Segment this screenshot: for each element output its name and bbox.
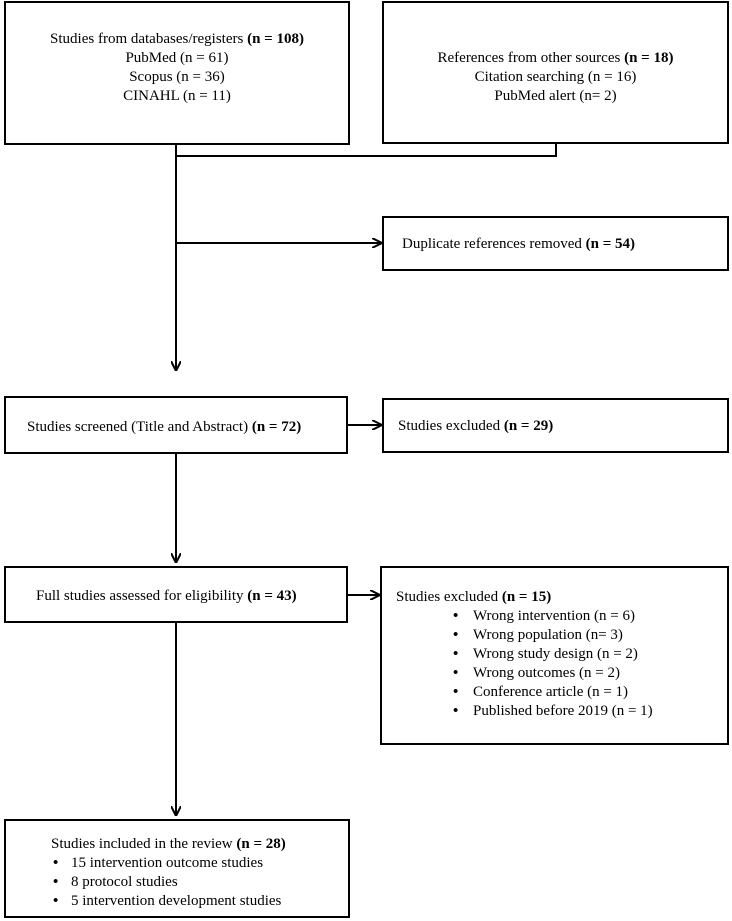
included-count: (n = 28) (236, 836, 286, 852)
included-study-type-text: 5 intervention development studies (71, 893, 282, 909)
exclusion-reason: Published before 2019 (n = 1) (453, 702, 727, 721)
exclusion-reason: Wrong outcomes (n = 2) (453, 664, 727, 683)
full-text-line: Full studies assessed for eligibility (n… (36, 587, 346, 606)
exclusion-reason-text: Wrong study design (n = 2) (473, 646, 638, 662)
duplicates-line: Duplicate references removed (n = 54) (402, 235, 727, 254)
other-sources-count: (n = 18) (624, 50, 674, 66)
included-studies-list: 15 intervention outcome studies 8 protoc… (53, 854, 348, 911)
full-text-label: Full studies assessed for eligibility (36, 588, 244, 604)
database-scopus: Scopus (n = 36) (129, 69, 225, 85)
duplicates-count: (n = 54) (585, 236, 636, 252)
included-heading-line: Studies included in the review (n = 28) (51, 835, 348, 854)
included-study-type: 15 intervention outcome studies (53, 854, 348, 873)
other-sources-heading: References from other sources (437, 50, 621, 66)
duplicates-label: Duplicate references removed (402, 236, 582, 252)
excluded-full-text-count: (n = 15) (501, 589, 552, 605)
excluded-full-text-heading-line: Studies excluded (n = 15) (396, 588, 727, 607)
source-pubmed-alert: PubMed alert (n= 2) (494, 88, 617, 104)
exclusion-reason-text: Wrong intervention (n = 6) (473, 608, 635, 624)
connector-other-sources-join (176, 144, 557, 157)
exclusion-reason-text: Published before 2019 (n = 1) (473, 703, 653, 719)
full-text-count: (n = 43) (247, 588, 297, 604)
databases-count: (n = 108) (247, 31, 304, 47)
screened-line: Studies screened (Title and Abstract) (n… (27, 418, 346, 437)
box-studies-screened: Studies screened (Title and Abstract) (n… (4, 396, 348, 454)
exclusion-reason-text: Wrong outcomes (n = 2) (473, 665, 620, 681)
databases-heading-line: Studies from databases/registers (n = 10… (6, 30, 348, 49)
included-study-type-text: 8 protocol studies (71, 874, 178, 890)
databases-heading: Studies from databases/registers (50, 31, 244, 47)
screened-count: (n = 72) (251, 419, 302, 435)
included-study-type: 5 intervention development studies (53, 892, 348, 911)
screened-label: Studies screened (Title and Abstract) (27, 419, 249, 435)
included-heading: Studies included in the review (51, 836, 233, 852)
database-pubmed: PubMed (n = 61) (125, 50, 229, 66)
exclusion-reason-text: Wrong population (n= 3) (473, 627, 623, 643)
box-studies-included: Studies included in the review (n = 28) … (4, 819, 350, 918)
box-excluded-full-text: Studies excluded (n = 15) Wrong interven… (380, 566, 729, 745)
exclusion-reasons-list: Wrong intervention (n = 6) Wrong populat… (453, 607, 727, 721)
box-duplicates-removed: Duplicate references removed (n = 54) (382, 216, 729, 271)
included-study-type: 8 protocol studies (53, 873, 348, 892)
exclusion-reason: Wrong study design (n = 2) (453, 645, 727, 664)
included-study-type-text: 15 intervention outcome studies (71, 855, 264, 871)
source-citation-searching: Citation searching (n = 16) (474, 69, 637, 85)
box-full-text-assessed: Full studies assessed for eligibility (n… (4, 566, 348, 623)
box-databases-registers: Studies from databases/registers (n = 10… (4, 1, 350, 145)
box-excluded-screening: Studies excluded (n = 29) (382, 398, 729, 453)
other-sources-heading-line: References from other sources (n = 18) (384, 49, 727, 68)
exclusion-reason-text: Conference article (n = 1) (473, 684, 629, 700)
excluded-screening-line: Studies excluded (n = 29) (398, 417, 727, 436)
exclusion-reason: Wrong population (n= 3) (453, 626, 727, 645)
excluded-screening-label: Studies excluded (398, 418, 501, 434)
box-other-sources: References from other sources (n = 18) C… (382, 1, 729, 144)
exclusion-reason: Wrong intervention (n = 6) (453, 607, 727, 626)
excluded-full-text-heading: Studies excluded (396, 589, 499, 605)
exclusion-reason: Conference article (n = 1) (453, 683, 727, 702)
database-cinahl: CINAHL (n = 11) (123, 88, 231, 104)
excluded-screening-count: (n = 29) (503, 418, 554, 434)
